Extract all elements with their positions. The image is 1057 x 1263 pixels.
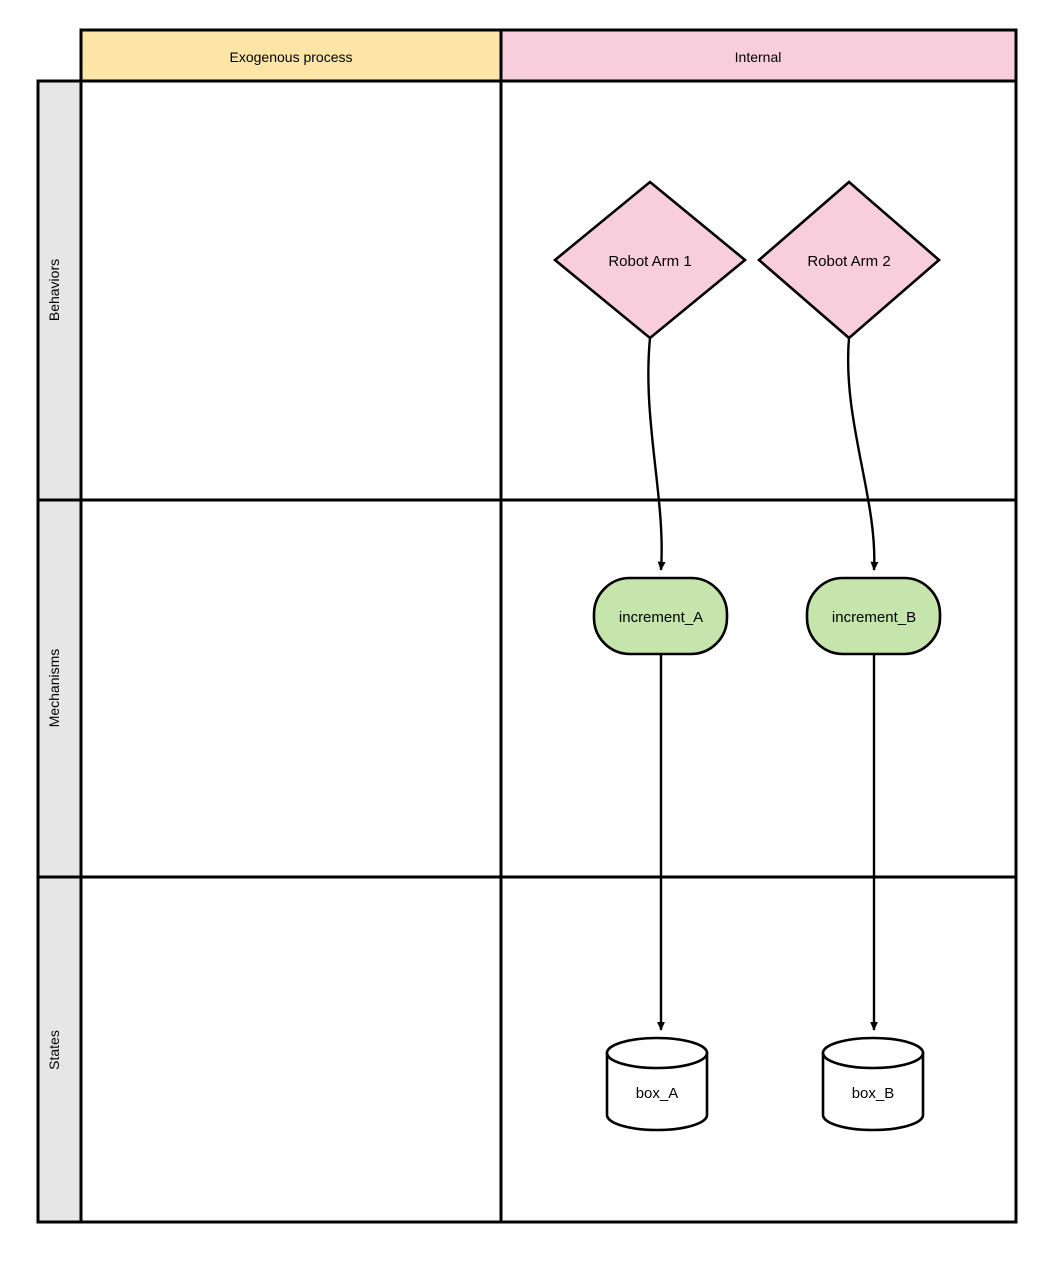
node-box-b[interactable]: box_B [821,1036,925,1132]
node-robot-arm-1[interactable]: Robot Arm 1 [552,180,748,340]
increment-a-label: increment_A [619,609,703,626]
matrix-cells [79,79,1018,1224]
cell-behaviors-internal [499,79,1018,502]
column-headers: Exogenous process Internal [79,28,1018,83]
box-a-cylinder-top [605,1036,709,1070]
box-b-cylinder-top [821,1036,925,1070]
column-header-exogenous-label: Exogenous process [230,49,353,65]
robot-arm-1-label: Robot Arm 1 [608,253,691,270]
column-header-internal [499,28,1018,83]
robot-arm-2-label: Robot Arm 2 [807,253,890,270]
cell-mechanisms-exogenous [79,498,503,879]
node-increment-b[interactable]: increment_B [805,576,942,656]
robot-arm-1-diamond-shape[interactable] [552,180,748,340]
node-box-a[interactable]: box_A [605,1036,709,1132]
box-a-cylinder-body[interactable] [605,1051,709,1132]
edge-robot-arm-2-to-increment-b [846,337,879,571]
edge-robot-arm-1-to-increment-a [647,337,666,571]
node-robot-arm-2[interactable]: Robot Arm 2 [757,180,941,340]
increment-b-rounded-rect-shape[interactable] [805,576,942,656]
cell-states-exogenous [79,875,503,1224]
edges [647,337,879,1031]
cell-behaviors-exogenous [79,79,503,502]
box-b-cylinder-body[interactable] [821,1051,925,1132]
box-b-label: box_B [852,1085,895,1102]
column-header-internal-label: Internal [735,49,782,65]
box-a-label: box_A [636,1085,679,1102]
cell-states-internal [499,875,1018,1224]
robot-arm-2-diamond-shape[interactable] [757,180,941,340]
row-header-mechanisms-label: Mechanisms [46,649,62,728]
row-header-states [36,875,83,1224]
increment-b-label: increment_B [832,609,916,626]
row-headers: Behaviors Mechanisms States [36,79,83,1224]
node-increment-a[interactable]: increment_A [592,576,729,656]
row-header-behaviors-label: Behaviors [46,259,62,321]
cell-mechanisms-internal [499,498,1018,879]
increment-a-rounded-rect-shape[interactable] [592,576,729,656]
column-header-exogenous [79,28,503,83]
row-header-states-label: States [46,1030,62,1070]
